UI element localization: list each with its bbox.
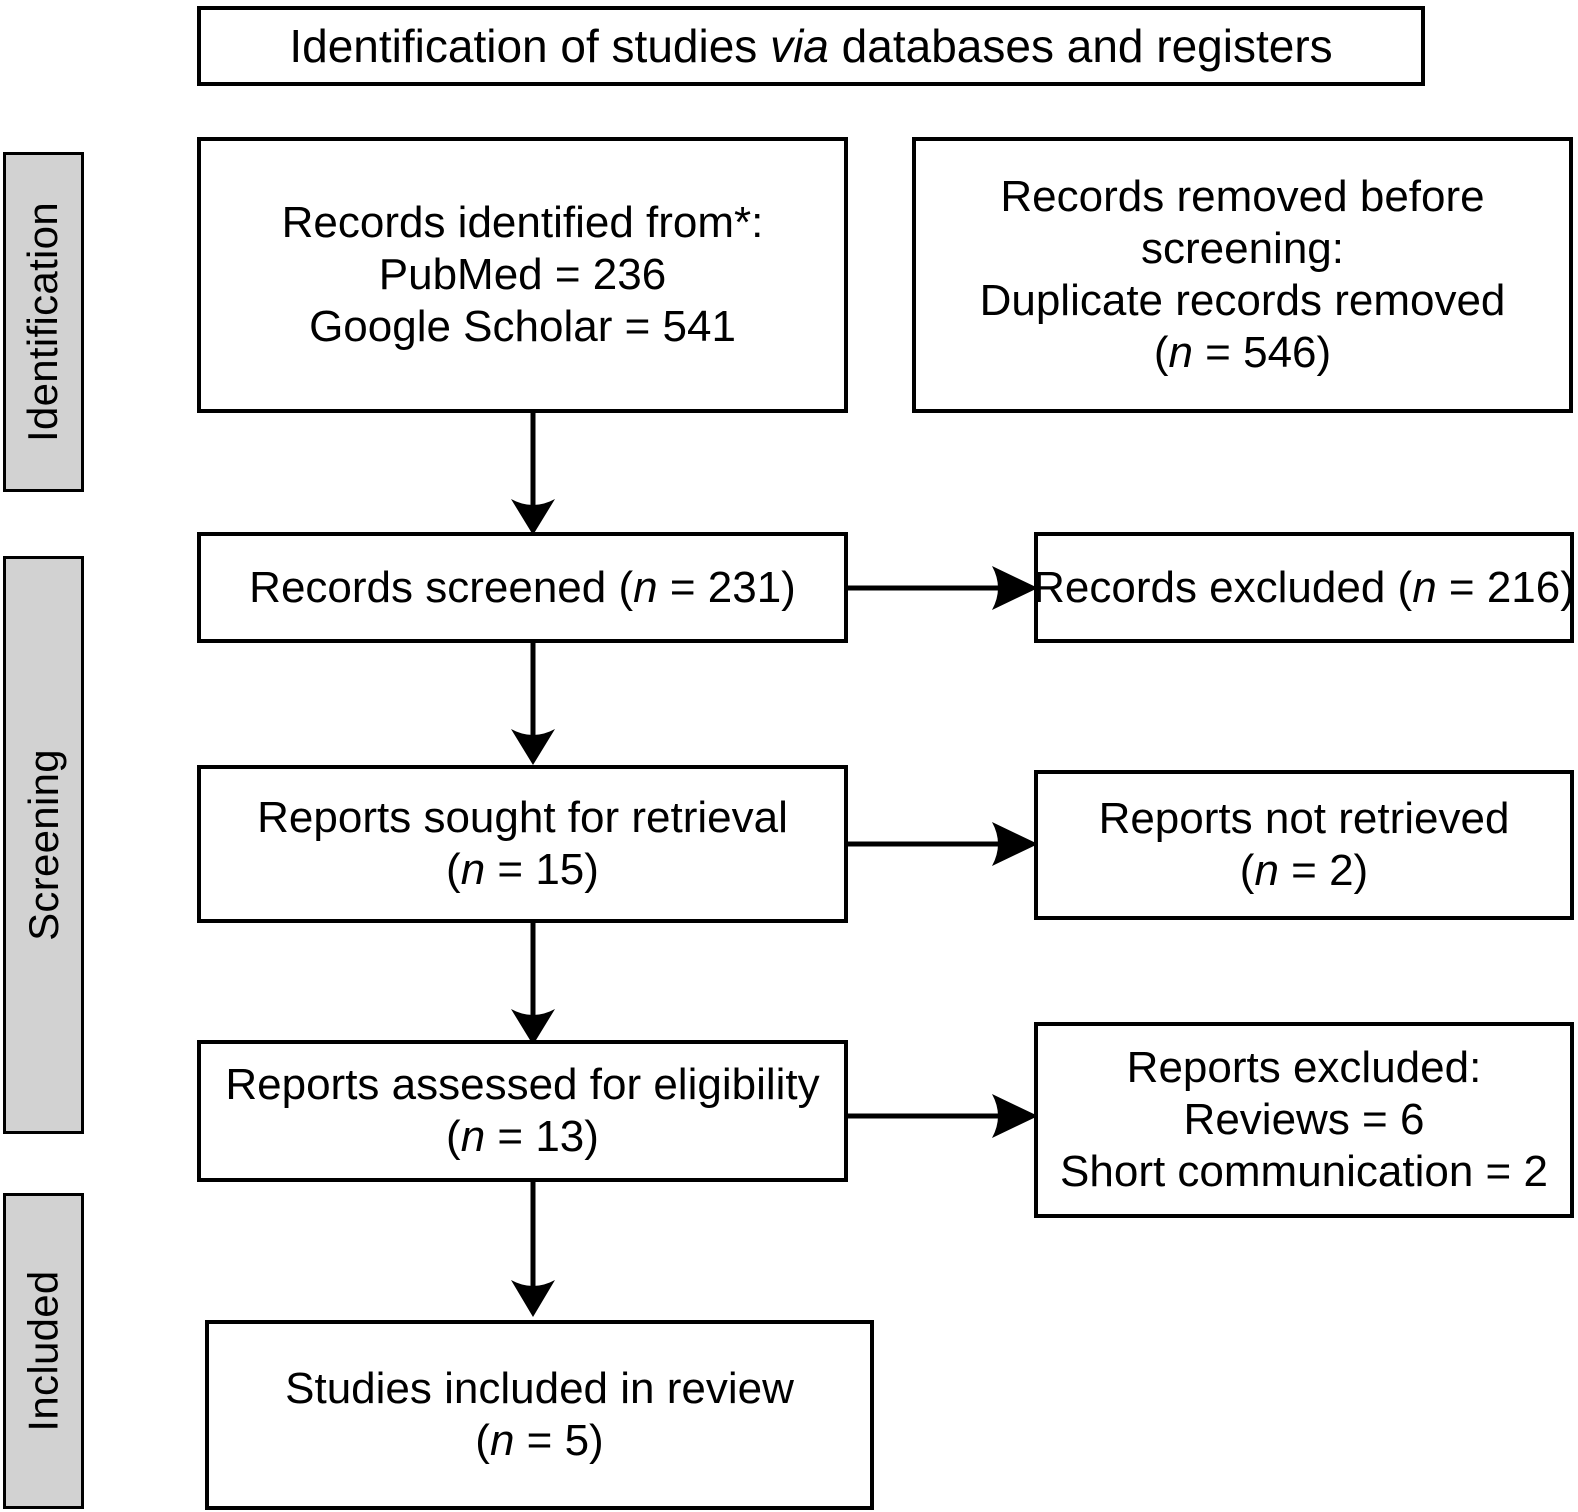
stage-band-included: Included: [3, 1193, 84, 1509]
records-excluded-count: = 216): [1436, 562, 1575, 612]
box-records-excluded: Records excluded (n = 216): [1033, 532, 1575, 643]
reports-assessed-count: (n = 13): [446, 1111, 599, 1163]
reports-excluded-short-communication: Short communication = 2: [1060, 1146, 1548, 1196]
paren-open: (: [1153, 327, 1169, 377]
italic-n: n: [633, 562, 658, 612]
connector-identified-to-screened: [505, 413, 561, 535]
reports-excluded-reviews: Reviews = 6: [1183, 1095, 1425, 1145]
italic-n: n: [460, 845, 486, 894]
stage-label-screening: Screening: [19, 749, 67, 941]
italic-n: n: [1254, 846, 1279, 895]
box-reports-assessed: Reports assessed for eligibility (n = 13…: [197, 1040, 848, 1182]
reports-assessed-line1: Reports assessed for eligibility: [225, 1060, 820, 1110]
studies-included-count: (n = 5): [475, 1415, 603, 1467]
count-value: = 2): [1278, 846, 1369, 895]
italic-n: n: [460, 1112, 486, 1161]
diagram-title-text: Identification of studies via databases …: [289, 19, 1332, 73]
box-reports-not-retrieved: Reports not retrieved (n = 2): [1034, 770, 1574, 920]
records-screened-prefix: Records screened (: [249, 562, 634, 612]
studies-included-line1: Studies included in review: [285, 1364, 794, 1414]
title-italic-via: via: [770, 19, 829, 72]
title-part-2: databases and registers: [828, 19, 1333, 72]
italic-n: n: [1412, 562, 1437, 612]
records-identified-google-scholar: Google Scholar = 541: [309, 301, 736, 351]
box-records-removed-before-screening: Records removed before screening: Duplic…: [912, 137, 1573, 413]
stage-label-identification: Identification: [19, 201, 67, 443]
box-records-screened: Records screened (n = 231): [197, 532, 848, 643]
records-removed-line3: Duplicate records removed: [979, 276, 1506, 325]
records-screened-text: Records screened (n = 231): [249, 562, 796, 614]
paren-open: (: [446, 845, 461, 894]
paren-open: (: [1239, 846, 1255, 895]
reports-not-retrieved-count: (n = 2): [1240, 845, 1368, 897]
count-value: = 13): [485, 1112, 599, 1161]
connector-screened-to-excluded: [848, 562, 1038, 616]
italic-n: n: [489, 1416, 515, 1465]
connector-sought-to-not-retrieved: [848, 818, 1038, 872]
reports-sought-line1: Reports sought for retrieval: [257, 793, 788, 843]
reports-excluded-line1: Reports excluded:: [1126, 1043, 1482, 1093]
records-excluded-prefix: Records excluded (: [1033, 562, 1413, 612]
count-value: = 15): [485, 845, 599, 894]
box-studies-included: Studies included in review (n = 5): [205, 1320, 874, 1510]
paren-open: (: [475, 1416, 490, 1465]
box-records-identified: Records identified from*: PubMed = 236 G…: [197, 137, 848, 413]
connector-assessed-to-reports-excluded: [848, 1090, 1038, 1144]
connector-screened-to-sought: [505, 643, 561, 765]
records-removed-line2: screening:: [1140, 224, 1344, 274]
box-reports-excluded: Reports excluded: Reviews = 6 Short comm…: [1034, 1022, 1574, 1218]
stage-band-screening: Screening: [3, 556, 84, 1134]
records-removed-count: (n = 546): [1154, 327, 1331, 379]
italic-n: n: [1168, 327, 1193, 377]
records-identified-pubmed: PubMed = 236: [378, 250, 667, 300]
records-removed-line1: Records removed before: [1000, 172, 1485, 222]
records-excluded-text: Records excluded (n = 216): [1033, 562, 1575, 614]
count-value: = 546): [1192, 327, 1332, 377]
stage-band-identification: Identification: [3, 152, 84, 492]
records-screened-count: = 231): [657, 562, 796, 612]
paren-open: (: [446, 1112, 461, 1161]
reports-not-retrieved-line1: Reports not retrieved: [1098, 794, 1510, 844]
stage-label-included: Included: [19, 1270, 67, 1432]
records-identified-line1: Records identified from*:: [281, 198, 764, 248]
diagram-title-box: Identification of studies via databases …: [197, 6, 1425, 86]
connector-sought-to-assessed: [505, 923, 561, 1045]
connector-assessed-to-included: [505, 1182, 561, 1317]
reports-sought-count: (n = 15): [446, 844, 599, 896]
title-part-1: Identification of studies: [289, 19, 771, 72]
box-reports-sought: Reports sought for retrieval (n = 15): [197, 765, 848, 923]
count-value: = 5): [514, 1416, 604, 1465]
